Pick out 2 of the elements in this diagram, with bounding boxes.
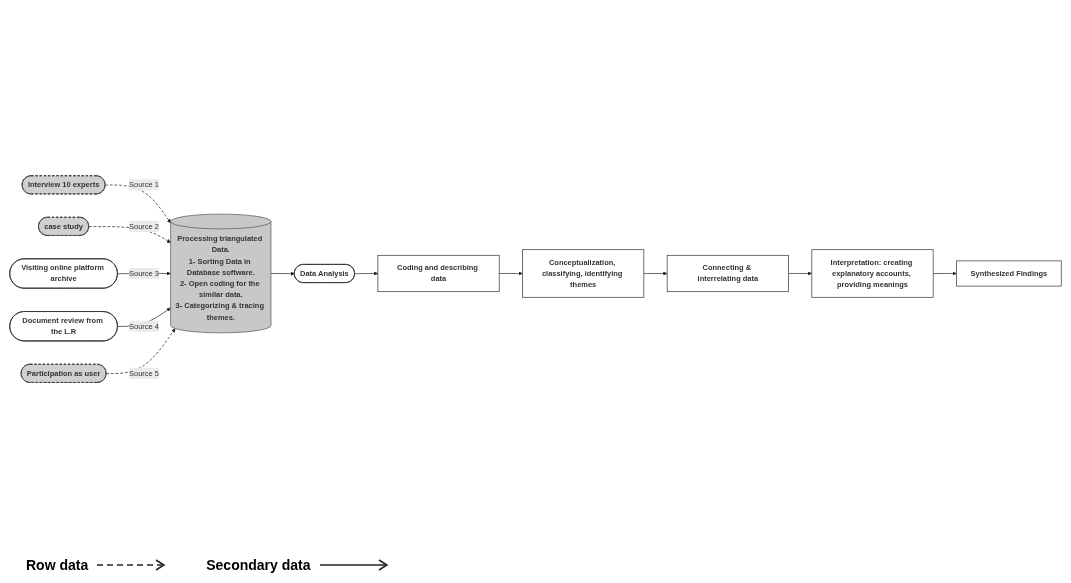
legend-text: Secondary data	[206, 557, 311, 573]
legend-text: Row data	[26, 557, 89, 573]
